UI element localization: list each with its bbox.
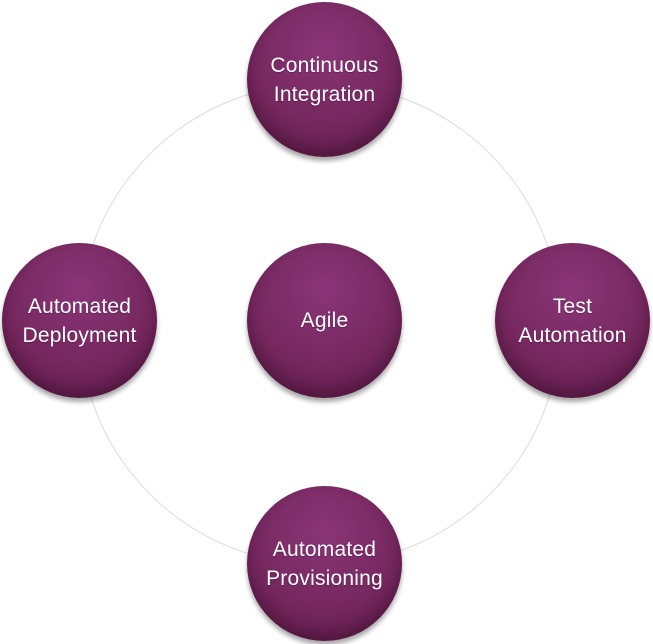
node-continuous-integration: Continuous Integration [247,2,402,157]
node-test-automation: Test Automation [495,243,650,398]
node-label-agile: Agile [300,309,349,332]
node-automated-deployment: Automated Deployment [2,243,157,398]
node-automated-provisioning: Automated Provisioning [247,486,402,641]
node-label-test-automation: Test Automation [518,294,627,347]
node-agile-center: Agile [247,243,402,398]
node-label-automated-provisioning: Automated Provisioning [266,537,383,590]
node-label-continuous-integration: Continuous Integration [270,53,379,106]
node-label-automated-deployment: Automated Deployment [22,294,137,347]
